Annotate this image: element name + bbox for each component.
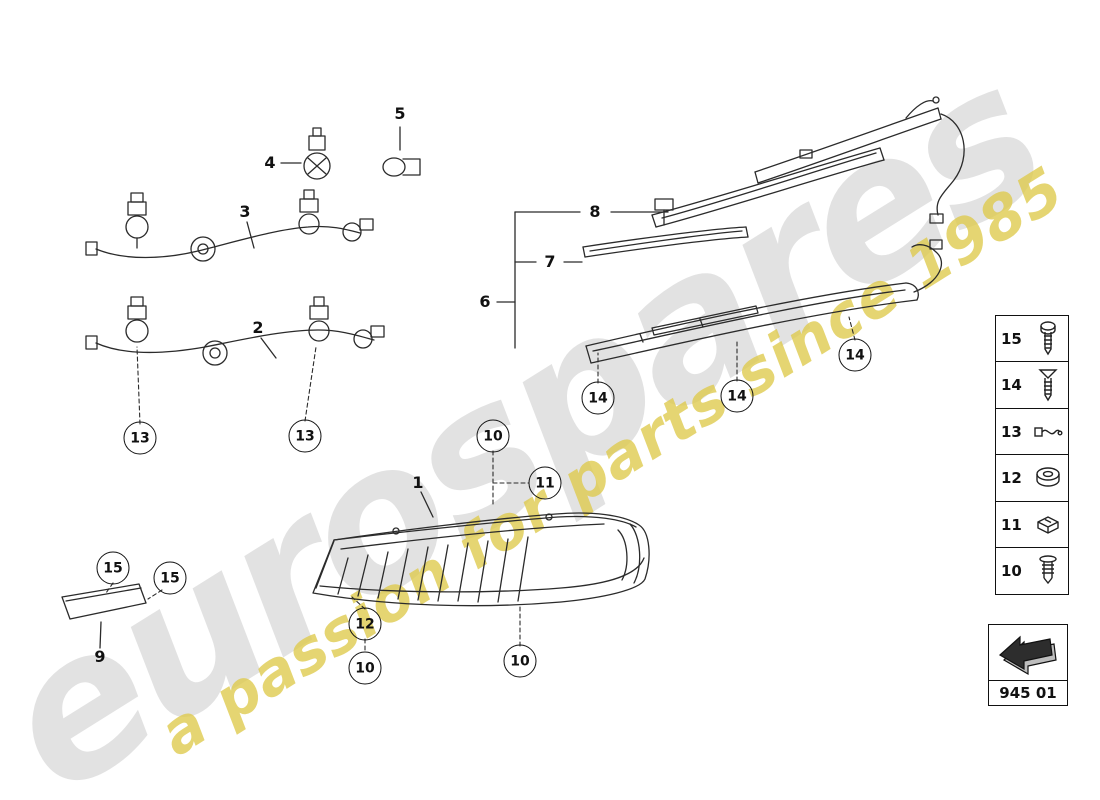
legend-item-11: 11	[995, 500, 1069, 549]
grommet-icon	[1033, 458, 1063, 498]
callout-14: 14	[838, 338, 872, 372]
legend-item-10: 10	[995, 547, 1069, 596]
legend-number: 15	[1001, 330, 1022, 348]
screw-icon	[1033, 319, 1063, 359]
part-group-box: 945 01	[988, 624, 1068, 707]
wiring-harness-lower-drawing	[86, 297, 384, 365]
countersunk-screw-icon	[1033, 365, 1063, 405]
reflector-drawing	[62, 584, 146, 648]
callout-1: 1	[412, 473, 424, 492]
callout-12: 12	[348, 607, 382, 641]
part-group-code: 945 01	[988, 680, 1068, 707]
legend-number: 10	[1001, 562, 1022, 581]
callout-2: 2	[252, 318, 264, 337]
cable-icon	[1033, 412, 1063, 452]
tail-light-housing-drawing	[313, 492, 649, 606]
callout-15: 15	[96, 551, 130, 585]
legend-item-12: 12	[995, 454, 1069, 503]
callout-4: 4	[264, 153, 276, 172]
callout-9: 9	[94, 647, 106, 666]
legend-number: 11	[1001, 515, 1022, 534]
bracket-leader-lines	[497, 212, 668, 348]
lower-lamp-strip-drawing	[586, 240, 942, 363]
callout-10: 10	[476, 419, 510, 453]
callout-11: 11	[528, 466, 562, 500]
callout-5: 5	[394, 104, 406, 123]
legend-item-14: 14	[995, 361, 1069, 410]
callout-6: 6	[479, 292, 491, 311]
legend-number: 13	[1001, 422, 1022, 441]
callout-8: 8	[589, 202, 601, 221]
callout-13: 13	[288, 419, 322, 453]
callout-3: 3	[239, 202, 251, 221]
fasteners-legend: 15 14 13	[995, 315, 1069, 596]
callout-15: 15	[153, 561, 187, 595]
callout-14: 14	[581, 381, 615, 415]
dashed-leader-lines	[106, 317, 855, 653]
legend-number: 12	[1001, 469, 1022, 488]
middle-lamp-strip-drawing	[583, 199, 748, 257]
direction-arrow-icon	[988, 624, 1068, 682]
clip-icon	[1033, 505, 1063, 545]
callout-10: 10	[348, 651, 382, 685]
legend-number: 14	[1001, 376, 1022, 395]
upper-lamp-strip-drawing	[652, 97, 964, 227]
callout-14: 14	[720, 379, 754, 413]
callout-10: 10	[503, 644, 537, 678]
callout-13: 13	[123, 421, 157, 455]
bulb-socket-drawing	[281, 128, 330, 179]
legend-item-13: 13	[995, 407, 1069, 456]
wiring-harness-upper-drawing	[86, 190, 373, 261]
legend-item-15: 15	[995, 315, 1069, 363]
bulb-drawing	[383, 127, 420, 176]
callout-7: 7	[544, 252, 556, 271]
rivet-icon	[1033, 551, 1063, 591]
